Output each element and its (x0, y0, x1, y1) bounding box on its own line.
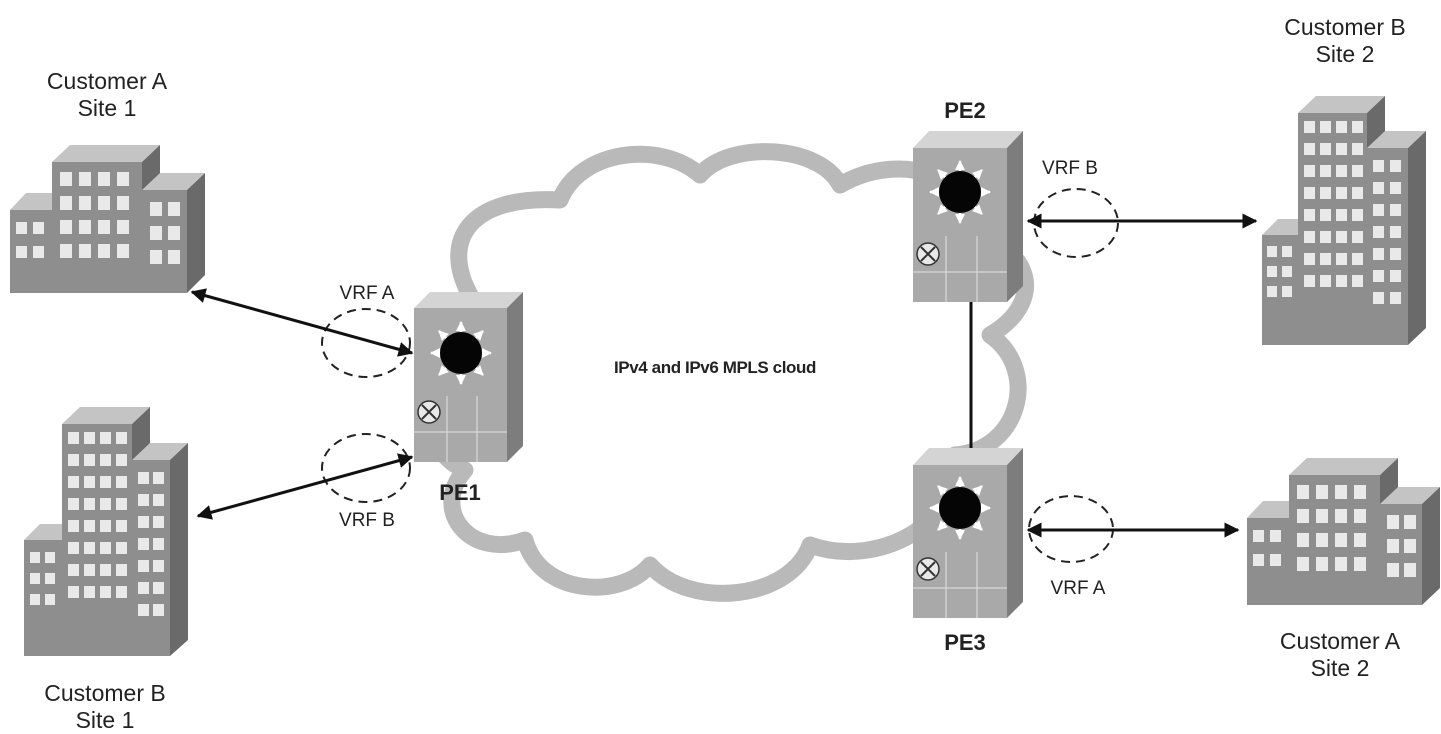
vrf-label-pe1-a: VRF A (339, 283, 395, 304)
customer-a-site2-site: Site 2 (1310, 655, 1370, 682)
customer-b-site2-name: Customer B (1284, 14, 1406, 40)
customer-b-site2-label: Customer B Site 2 (1260, 14, 1430, 68)
customer-a-site1-name: Customer A (46, 68, 168, 94)
customer-a-site1-label: Customer A Site 1 (22, 68, 192, 122)
link-customer-a-site1-pe1 (190, 288, 414, 357)
customer-b-site1-name: Customer B (44, 680, 166, 706)
vrf-ellipse-pe2-b (1033, 188, 1119, 258)
vrf-label-pe2-b: VRF B (1042, 158, 1098, 179)
customer-b-site2-building (1262, 96, 1426, 345)
pe3-label: PE3 (944, 630, 986, 655)
customer-a-site1-building (10, 145, 205, 293)
pe2-label: PE2 (944, 98, 986, 123)
customer-a-site2-label: Customer A Site 2 (1255, 628, 1425, 682)
customer-b-site1-site: Site 1 (75, 707, 135, 734)
pe2-router (913, 131, 1023, 302)
customer-a-site2-building (1247, 458, 1440, 605)
pe3-router (913, 448, 1023, 618)
link-customer-b-site1-pe1 (196, 453, 414, 520)
vrf-label-pe1-b: VRF B (339, 510, 395, 531)
vrf-ellipse-pe1-b (321, 433, 411, 503)
vrf-label-pe3-a: VRF A (1050, 578, 1106, 599)
customer-b-site1-label: Customer B Site 1 (20, 680, 190, 734)
customer-b-site2-site: Site 2 (1315, 41, 1375, 68)
customer-a-site2-name: Customer A (1279, 628, 1401, 654)
customer-b-site1-building (24, 407, 188, 656)
vrf-ellipse-pe1-a (321, 308, 411, 378)
cloud-label: IPv4 and IPv6 MPLS cloud (613, 358, 816, 377)
pe1-router (414, 292, 523, 462)
pe1-label: PE1 (439, 480, 481, 505)
customer-a-site1-site: Site 1 (77, 95, 137, 122)
